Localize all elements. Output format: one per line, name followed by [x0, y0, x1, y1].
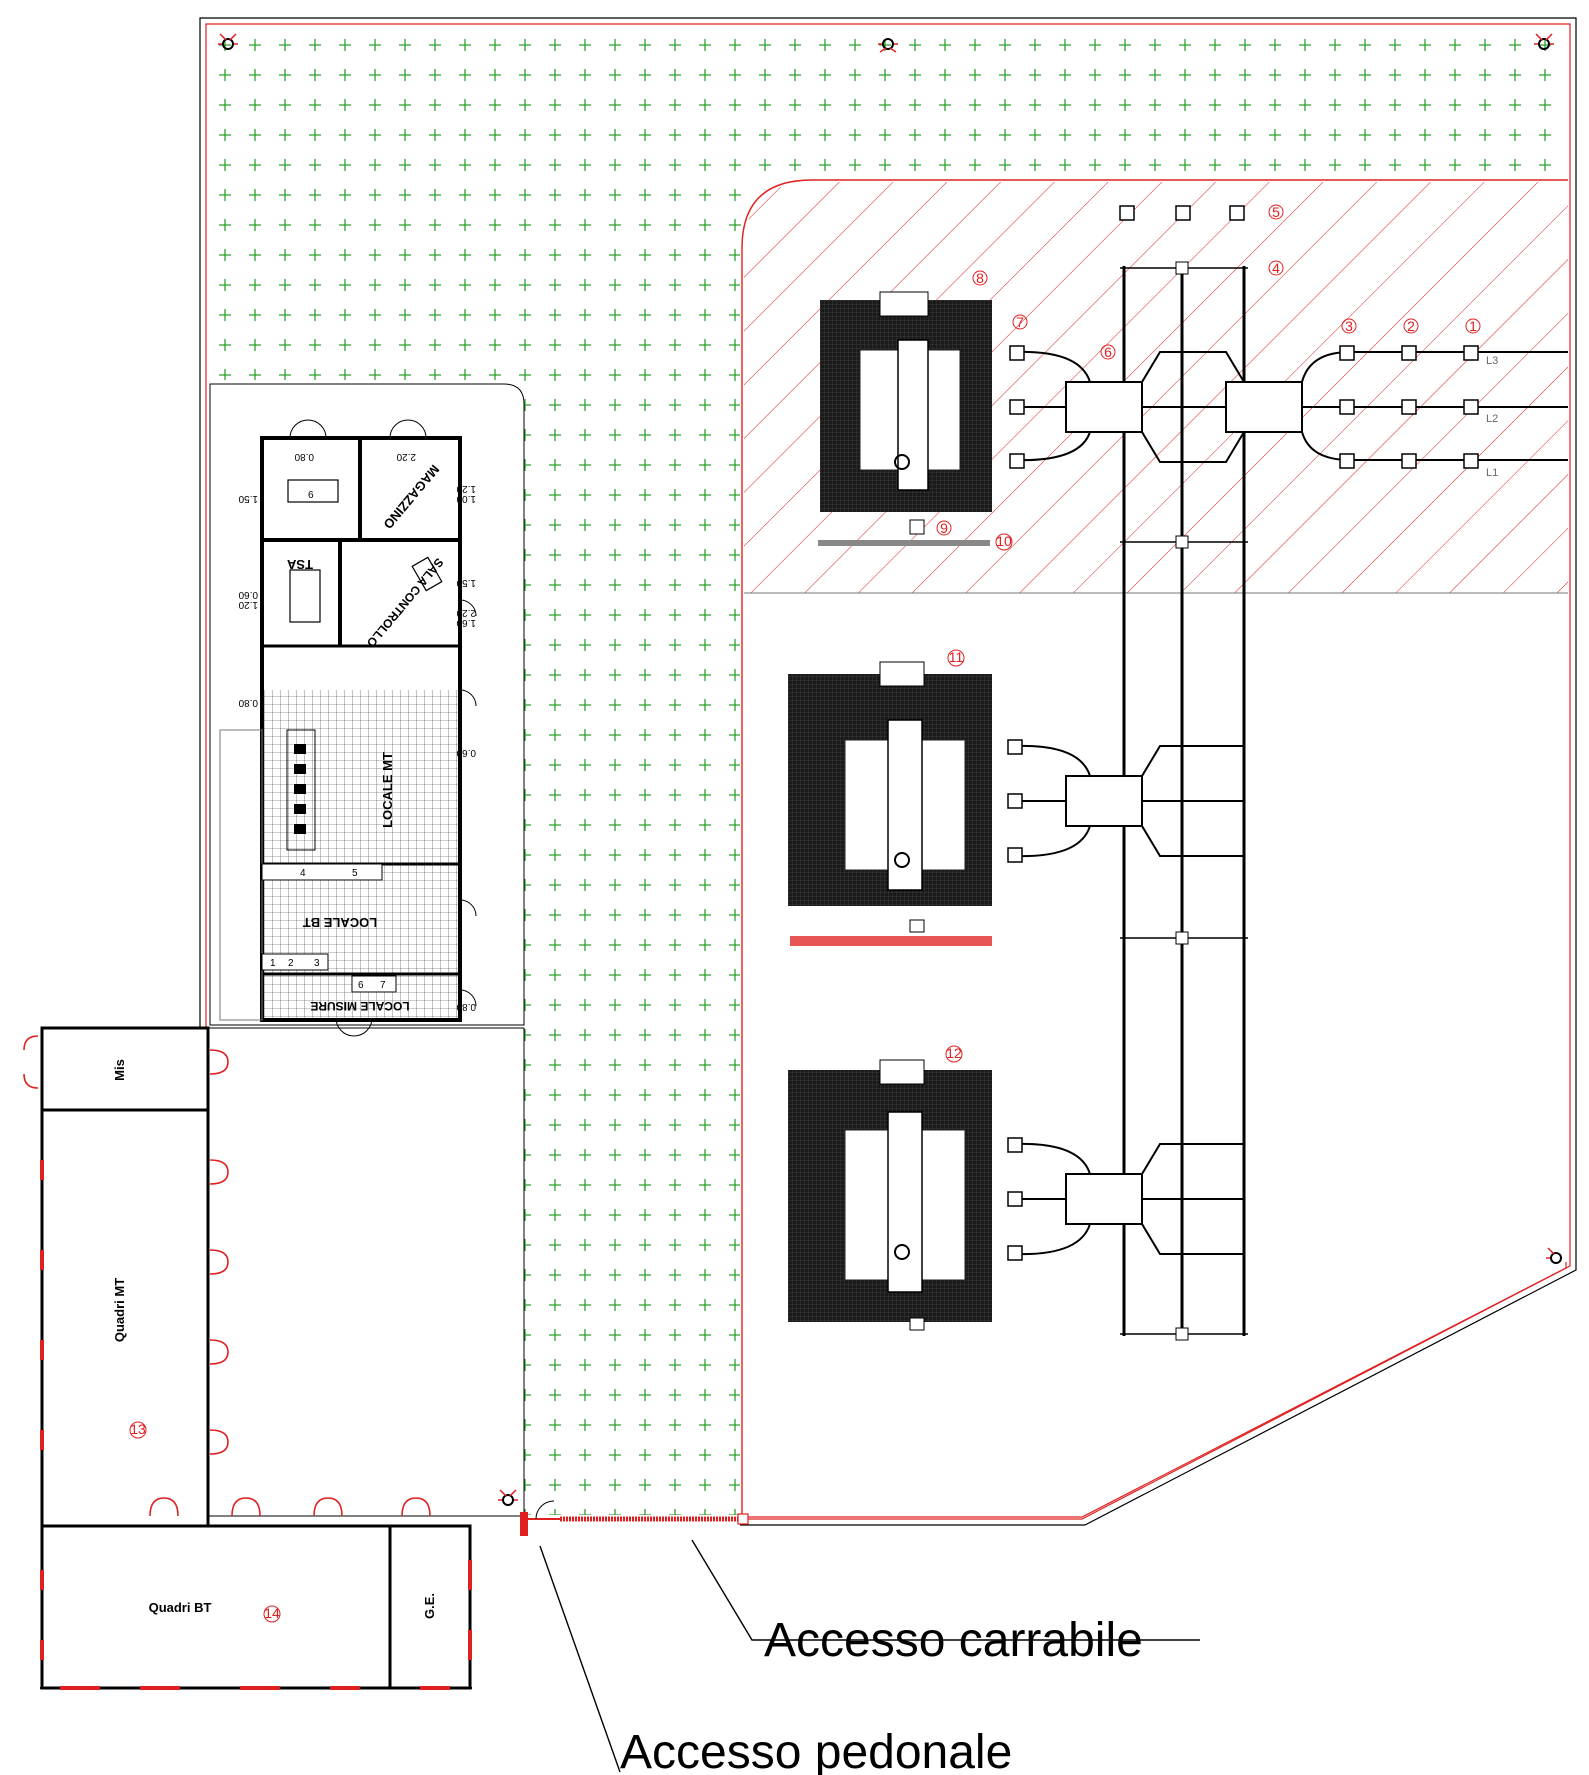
svg-text:1.60: 1.60	[456, 617, 476, 628]
cell-number: 5	[352, 868, 358, 879]
svg-text:1.20: 1.20	[456, 483, 476, 494]
dimension-labels: 0.80 2.20 1.00 1.20 1.50 0.60 1.20 0.80 …	[238, 451, 476, 1012]
access-leaders	[539, 1539, 1200, 1773]
cell-number: 1	[270, 958, 276, 969]
lawn-areas	[210, 28, 1566, 1515]
marker-1: 1	[1469, 318, 1477, 334]
marker-13: 13	[130, 1421, 146, 1437]
svg-text:0.80: 0.80	[456, 1001, 476, 1012]
room-label-locale-bt: LOCALE BT	[303, 915, 377, 930]
svg-text:2.20: 2.20	[396, 451, 416, 462]
marker-10: 10	[996, 533, 1012, 549]
hv-switchgear	[1014, 350, 1568, 1256]
transformer-bay-1	[818, 291, 992, 546]
marker-8: 8	[976, 270, 984, 286]
room-label-quadri-bt: Quadri BT	[149, 1600, 212, 1615]
svg-text:1.20: 1.20	[238, 599, 258, 610]
cell-number: 3	[314, 958, 320, 969]
insulators	[1007, 205, 1479, 1261]
transformer-bay-3	[788, 1059, 992, 1331]
site-boundary	[199, 17, 1577, 1526]
marker-4: 4	[1272, 260, 1280, 276]
svg-text:0.80: 0.80	[238, 697, 258, 708]
access-pedestrian-label: Accesso pedonale	[620, 1726, 1012, 1775]
marker-12: 12	[946, 1045, 962, 1061]
room-label-tsa: TSA	[286, 557, 313, 572]
marker-2: 2	[1407, 318, 1415, 334]
svg-text:1.00: 1.00	[456, 493, 476, 504]
phase-label: L3	[1486, 355, 1498, 367]
svg-text:0.60: 0.60	[456, 747, 476, 758]
marker-5: 5	[1272, 204, 1280, 220]
phase-label: L2	[1486, 413, 1498, 425]
reference-markers: 1 2 3 4 5 6 7 8 9 10 11 12 13 14	[129, 204, 1481, 1623]
room-label-quadri-mt: Quadri MT	[112, 1278, 127, 1342]
marker-7: 7	[1016, 314, 1024, 330]
svg-text:2.20: 2.20	[456, 607, 476, 618]
light-pole-icon	[1546, 1247, 1562, 1264]
svg-text:1.50: 1.50	[456, 577, 476, 588]
access-vehicle-label: Accesso carrabile	[764, 1614, 1143, 1667]
transformer-bay-2	[788, 661, 992, 946]
light-pole-icon	[498, 1489, 518, 1506]
marker-11: 11	[949, 649, 964, 665]
mt-cubicles	[286, 729, 316, 851]
marker-14: 14	[264, 1605, 280, 1621]
desk-number: 6	[308, 490, 314, 501]
marker-9: 9	[940, 520, 948, 536]
svg-text:0.60: 0.60	[238, 589, 258, 600]
marker-3: 3	[1345, 318, 1353, 334]
light-pole-icon	[878, 38, 898, 53]
phase-label: L1	[1486, 467, 1498, 479]
marker-6: 6	[1104, 344, 1112, 360]
cell-number: 2	[288, 958, 294, 969]
svg-text:0.80: 0.80	[294, 451, 314, 462]
light-pole-icon	[218, 33, 238, 50]
room-label-mis: Mis	[112, 1059, 127, 1081]
room-label-locale-misure: LOCALE MISURE	[310, 999, 409, 1013]
lower-building	[23, 1026, 525, 1690]
cell-number: 6	[358, 980, 364, 991]
svg-text:1.50: 1.50	[238, 493, 258, 504]
room-label-locale-mt: LOCALE MT	[380, 752, 395, 828]
control-building	[209, 383, 525, 1037]
gates	[520, 1500, 749, 1536]
light-pole-icons	[218, 33, 1562, 1506]
cell-number: 7	[380, 980, 386, 991]
room-label-ge: G.E.	[422, 1593, 437, 1619]
light-pole-icon	[1534, 33, 1554, 50]
cell-number: 4	[300, 868, 306, 879]
